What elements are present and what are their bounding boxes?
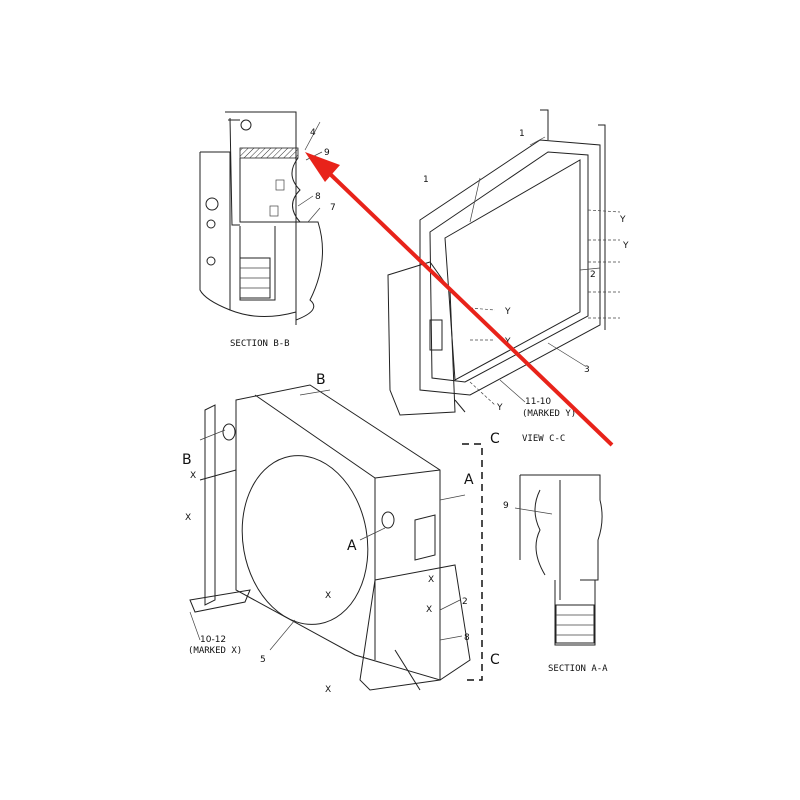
view-c-c: 1 1 2 3 Y Y Y Y Y 11-10 (MARKED Y) VIEW … (387, 109, 629, 444)
marker-x: X (426, 605, 432, 615)
section-b-b: 4 9 8 7 SECTION B-B (199, 111, 336, 349)
section-letter-c-bottom[interactable]: C (490, 652, 500, 668)
marker-y: Y (496, 403, 503, 413)
section-a-a: 9 SECTION A-A (503, 474, 608, 674)
callout-8: 8 (315, 192, 321, 202)
section-a-a-caption: SECTION A-A (548, 664, 608, 674)
marker-x: X (185, 513, 191, 523)
main-view: B B A A C C 2 8 5 X X X X X X 10-12 (MAR… (182, 372, 500, 695)
callout-5: 5 (260, 655, 266, 665)
marker-y: Y (619, 215, 626, 225)
callout-1b: 1 (423, 175, 429, 185)
section-letter-c-top[interactable]: C (490, 431, 500, 447)
callout-1a: 1 (519, 129, 525, 139)
marker-x: X (325, 591, 331, 601)
section-letter-b-top[interactable]: B (316, 372, 326, 388)
callout-2: 2 (590, 270, 596, 280)
marker-x: X (325, 685, 331, 695)
fastener-note: (MARKED X) (188, 646, 242, 656)
marker-y: Y (622, 241, 629, 251)
callout-7: 7 (330, 203, 336, 213)
fastener-note: (MARKED Y) (522, 409, 576, 419)
callout-9: 9 (324, 148, 330, 158)
fastener-label: 11-10 (525, 397, 551, 407)
view-c-c-caption: VIEW C-C (522, 434, 565, 444)
marker-y: Y (504, 307, 511, 317)
fastener-label: 10-12 (200, 635, 226, 645)
callout-4: 4 (310, 128, 316, 138)
section-letter-a-left[interactable]: A (347, 538, 357, 554)
callout-3: 3 (584, 365, 590, 375)
callout-2: 2 (462, 597, 468, 607)
marker-x: X (428, 575, 434, 585)
callout-9: 9 (503, 501, 509, 511)
section-letter-b-left[interactable]: B (182, 452, 192, 468)
red-arrow-icon (305, 152, 614, 447)
section-letter-a-right[interactable]: A (464, 472, 474, 488)
section-b-b-caption: SECTION B-B (230, 339, 290, 349)
callout-8-main: 8 (464, 633, 470, 643)
marker-x: X (190, 471, 196, 481)
